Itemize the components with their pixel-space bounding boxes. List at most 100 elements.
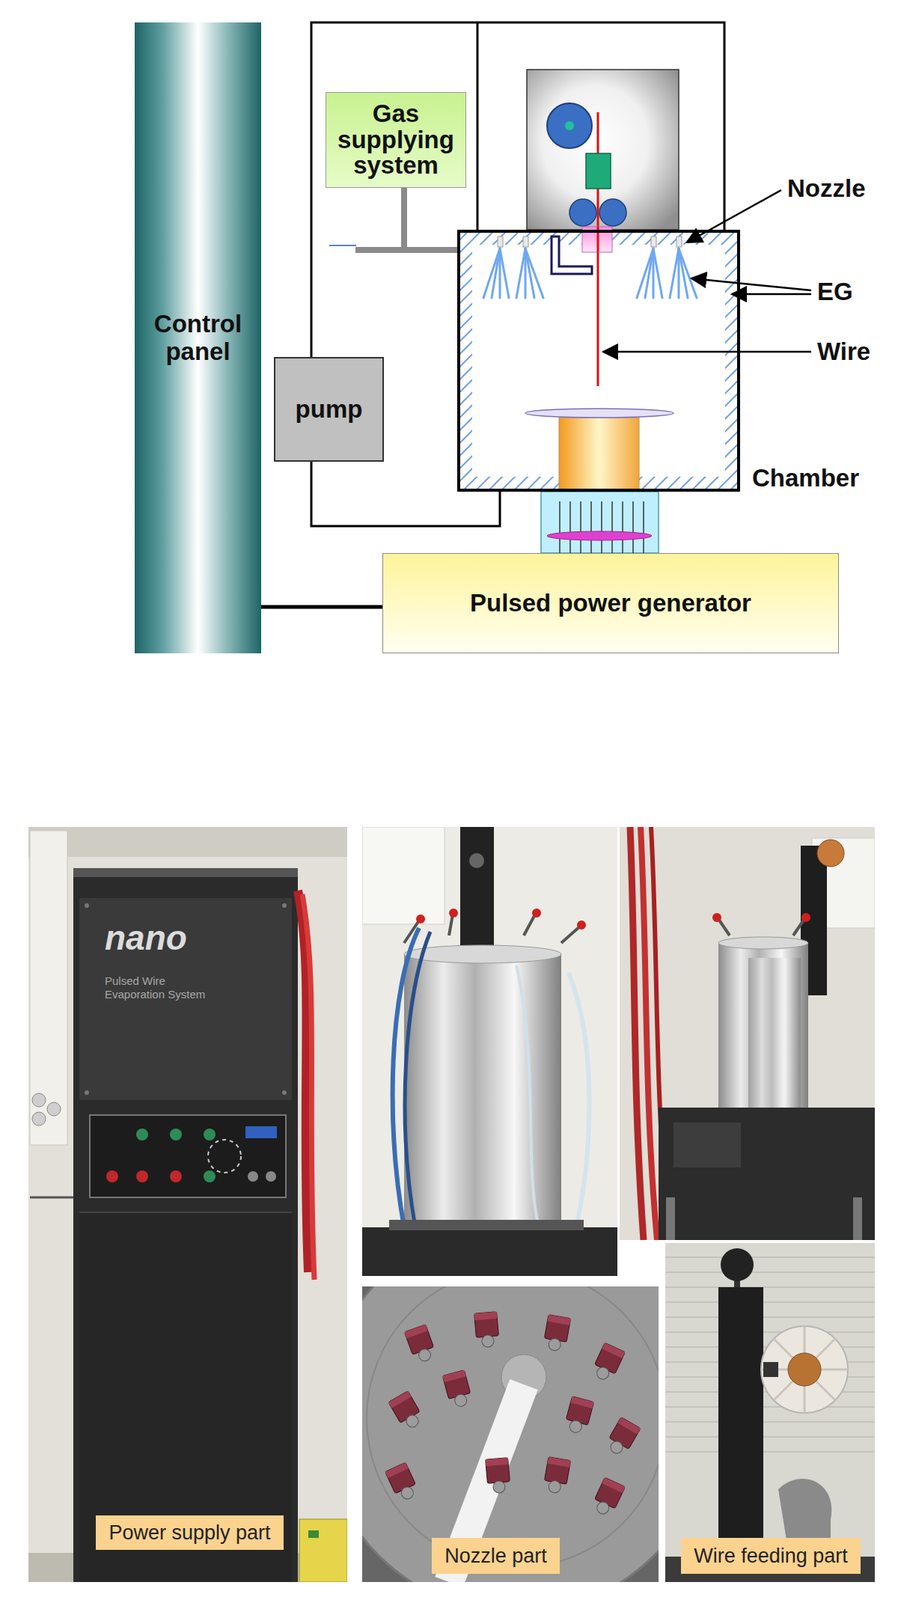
gas-spray [483, 248, 697, 298]
chamber-photo [561, 926, 580, 943]
gas-spray [516, 248, 526, 298]
connector-line [404, 187, 458, 250]
power-supply-photo [29, 830, 68, 1145]
power-supply-photo [136, 1128, 149, 1141]
nozzle-photo [544, 1314, 571, 1343]
wire-feeder-photo [761, 1326, 848, 1413]
connector-line [261, 605, 383, 610]
wire-feeder [547, 103, 592, 149]
electrode-target [525, 408, 674, 492]
system-photo [673, 1122, 741, 1168]
caption-box: Nozzle part [431, 1537, 560, 1574]
node-label: Control panel [142, 310, 254, 366]
machine-label: Pulsed Wire Evaporation System [104, 974, 218, 1002]
nozzle-photo [547, 1337, 562, 1352]
power-supply-photo [203, 1170, 216, 1183]
nozzle-photo [442, 1370, 470, 1400]
power-supply-photo [79, 898, 292, 1101]
chamber-photo [516, 965, 539, 1228]
chamber-photo [389, 1219, 584, 1231]
wire-feeder [599, 199, 627, 226]
node-label: Power supply part [108, 1520, 271, 1545]
system-photo [718, 936, 809, 949]
leader-line [603, 190, 812, 352]
system-photo [619, 826, 875, 1240]
chamber-photo [576, 920, 586, 930]
node-label: pump [295, 395, 363, 423]
nozzle-photo [404, 1324, 434, 1355]
control-panel-column: Control panel [134, 22, 262, 654]
nozzle-photo [442, 1370, 473, 1410]
power-supply-photo [308, 1530, 319, 1538]
gas-spray [525, 248, 535, 298]
nozzle-symbol [651, 236, 657, 247]
wire-guide-bracket [551, 236, 592, 274]
nozzle-photo [565, 1396, 594, 1426]
caption-box: Wire feeding part [680, 1537, 861, 1574]
wire-feeder-photo [665, 1242, 875, 1582]
power-supply-photo [73, 868, 298, 1582]
nozzle-photo [453, 1392, 469, 1408]
power-supply-photo [79, 1211, 292, 1214]
chamber-photo [362, 826, 618, 1276]
system-photo [619, 826, 875, 1240]
chamber-photo [416, 914, 426, 924]
gas-spray [653, 248, 663, 298]
nozzle-photo [485, 1457, 511, 1484]
chamber-photo [469, 853, 485, 869]
node-label: Wire feeding part [693, 1543, 848, 1568]
node-label: Chamber [752, 464, 860, 492]
feedthrough-block [541, 491, 659, 554]
nozzle-photo [590, 1342, 626, 1383]
system-photo [666, 1197, 675, 1240]
wire-feeder-photo [761, 1326, 848, 1413]
chamber-photo [532, 908, 542, 918]
leader-line [731, 293, 812, 296]
gas-spray [525, 248, 544, 298]
wire-feeder [569, 199, 597, 226]
electrode-target [559, 417, 640, 492]
power-supply-photo [29, 1196, 74, 1199]
power-supply-photo [302, 894, 315, 1280]
power-supply-photo [169, 1170, 182, 1183]
pulse-generator-box: Pulsed power generator [382, 553, 839, 654]
leader-line [603, 350, 812, 354]
nozzle-photo [404, 1412, 421, 1430]
nozzle-photo [601, 1477, 625, 1493]
part-label: EG [817, 276, 854, 307]
power-supply-photo [169, 1128, 182, 1141]
system-photo [793, 918, 805, 936]
nozzle-photo [601, 1342, 625, 1359]
nozzle-photo [594, 1364, 611, 1381]
power-supply-photo [203, 1128, 216, 1141]
wire-feeder [564, 121, 574, 131]
system-photo [817, 839, 845, 867]
system-photo [718, 942, 809, 1130]
node-label: Nozzle part [444, 1543, 548, 1568]
nozzle-photo [618, 1417, 641, 1435]
nozzle-photo [542, 1314, 571, 1353]
electrode-target [525, 408, 674, 418]
chamber-photo [362, 826, 618, 1276]
chamber-photo [404, 945, 562, 964]
feedthrough-block [611, 501, 613, 554]
power-supply-photo [89, 1115, 286, 1198]
nozzle-photo [485, 1457, 512, 1494]
feedthrough-block [559, 501, 561, 554]
gas-spray [499, 248, 509, 298]
gas-spray [678, 248, 697, 298]
feedthrough-block [590, 501, 592, 554]
feedthrough-block [547, 531, 652, 541]
wire-feeder-photo [763, 1361, 779, 1377]
feedthrough-block [579, 501, 582, 554]
nozzle-photo [603, 1417, 641, 1459]
power-supply-photo [265, 1171, 277, 1182]
power-supply-photo [28, 826, 348, 857]
nozzle-photo [416, 1347, 433, 1363]
gas-spray [483, 248, 500, 298]
logo-text: nano [104, 917, 188, 959]
power-supply-photo [247, 1171, 259, 1182]
system-photo [718, 918, 730, 936]
gas-pipe [329, 244, 357, 247]
system-photo [853, 1197, 863, 1240]
